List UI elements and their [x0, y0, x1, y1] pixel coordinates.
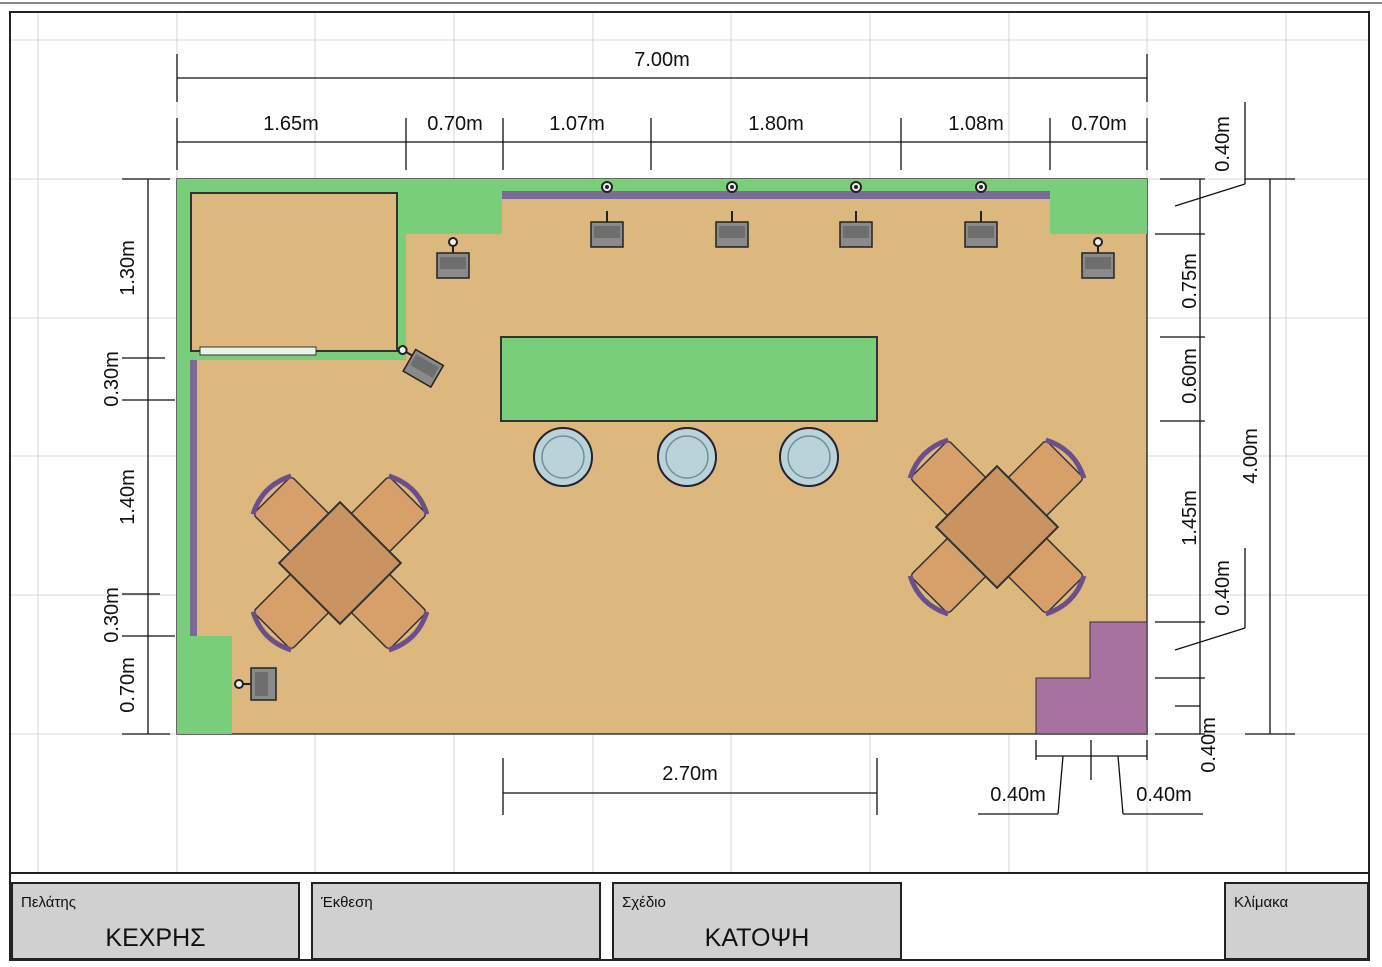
dim-counter-length: 2.70m: [662, 763, 718, 785]
dim-left-segment: 0.30m: [101, 587, 123, 643]
dim-bottom-right: 0.40m: [1136, 784, 1192, 806]
stool: [657, 427, 717, 487]
dim-top-segment: 0.70m: [1071, 113, 1127, 135]
dim-right-segment: 0.75m: [1179, 253, 1201, 309]
central-counter: [500, 336, 878, 422]
dim-left-segment: 0.70m: [117, 657, 139, 713]
dim-top-segment: 1.80m: [748, 113, 804, 135]
dim-bottom-right: 0.40m: [990, 784, 1046, 806]
wall-left: [190, 360, 197, 636]
dim-top-segment: 0.70m: [427, 113, 483, 135]
table-set-right: [907, 437, 1087, 617]
dim-top-segment: 1.07m: [549, 113, 605, 135]
spotlight-icon: [975, 181, 987, 193]
dim-right-segment: 0.40m: [1212, 116, 1234, 172]
dim-left-segment: 1.30m: [117, 240, 139, 296]
dim-total-width: 7.00m: [634, 49, 690, 71]
dimension-lines: [122, 54, 1295, 815]
display-fixture-icon: [964, 211, 998, 248]
purple-corner-block: [1035, 621, 1148, 735]
exhibition-label: Έκθεση: [321, 894, 373, 911]
title-block-exhibition: Έκθεση: [311, 882, 601, 960]
client-label: Πελάτης: [21, 894, 76, 911]
display-fixture-icon: [715, 211, 749, 248]
display-fixture-icon: [839, 211, 873, 248]
dim-right-total: 4.00m: [1240, 428, 1262, 484]
dim-left-segment: 0.30m: [101, 351, 123, 407]
wall-top-back: [502, 191, 1050, 199]
spotlight-icon: [601, 181, 613, 193]
drawing-value: ΚΑΤΟΨΗ: [704, 924, 810, 952]
green-strip-top: [177, 179, 1147, 193]
drawing-label: Σχέδιο: [622, 894, 666, 911]
drawing-border: [9, 11, 1370, 961]
title-block-drawing: Σχέδιο ΚΑΤΟΨΗ: [612, 882, 902, 960]
dim-right-segment: 1.45m: [1179, 490, 1201, 546]
stool: [533, 427, 593, 487]
green-strip-bottom-left: [177, 636, 232, 734]
client-value: ΚΕΧΡΗΣ: [105, 924, 206, 952]
display-fixture-icon: [436, 237, 470, 279]
table-set-left: [250, 473, 430, 653]
dim-top-segment: 1.65m: [263, 113, 319, 135]
storage-door: [199, 346, 317, 356]
dim-top-segment: 1.08m: [948, 113, 1004, 135]
storage-room: [190, 192, 398, 352]
green-strip-left: [177, 179, 191, 734]
dim-right-segment: 0.60m: [1179, 348, 1201, 404]
spotlight-icon: [850, 181, 862, 193]
spotlight-icon: [726, 181, 738, 193]
stool: [779, 427, 839, 487]
dim-right-segment: 0.40m: [1198, 717, 1220, 773]
dim-left-segment: 1.40m: [117, 469, 139, 525]
storage-room-wall-right: [397, 193, 406, 353]
title-block-client: Πελάτης ΚΕΧΡΗΣ: [11, 882, 300, 960]
display-fixture-icon: [590, 211, 624, 248]
scale-label: Κλίμακα: [1234, 894, 1289, 911]
dimension-labels: 7.00m 1.65m 0.70m 1.07m 1.80m 1.08m 0.70…: [101, 49, 1262, 806]
display-fixture-icon: [1081, 237, 1115, 279]
display-fixture-icon: [234, 667, 277, 701]
green-block-top-right: [1050, 193, 1147, 234]
green-block-top-left: [403, 193, 502, 234]
display-fixture-icon: [397, 345, 445, 389]
dim-right-segment: 0.40m: [1212, 560, 1234, 616]
title-block-scale: Κλίμακα: [1224, 882, 1369, 960]
